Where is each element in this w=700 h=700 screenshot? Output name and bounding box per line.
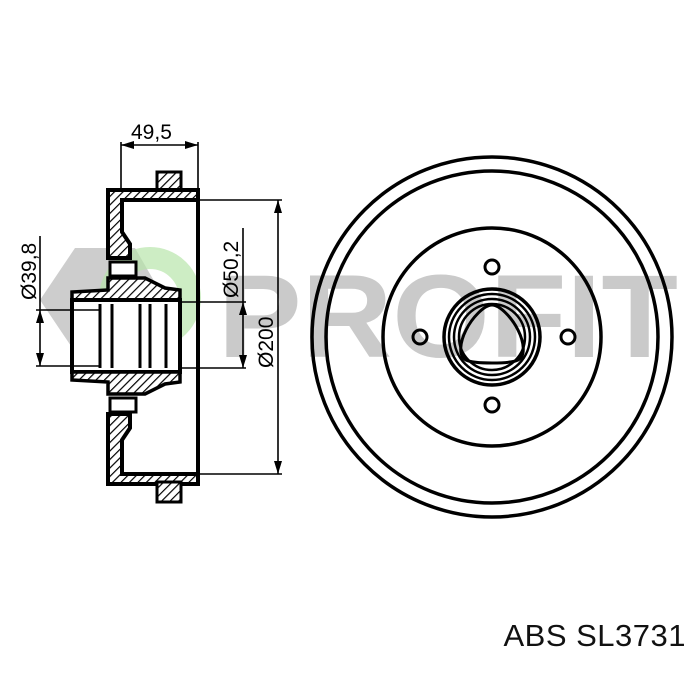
- hub-flange-circle: [381, 226, 603, 448]
- drum-outer-circle: [310, 155, 674, 519]
- bolt-hole-bottom: [483, 396, 501, 414]
- part-caption: ABS SL3731: [503, 618, 686, 653]
- section-view: [70, 170, 200, 504]
- dimension-labels: 49,5 Ø39,8 Ø50,2 Ø200: [18, 121, 278, 368]
- drum-inner-circle: [324, 169, 660, 505]
- dim-width-label: 49,5: [131, 121, 172, 144]
- dim-hub-bore-label: Ø39,8: [18, 243, 41, 300]
- dim-drum-diameter-label: Ø200: [255, 317, 278, 368]
- front-view: [310, 155, 674, 519]
- hub-spline-bore: [459, 303, 525, 365]
- dim-centering-label: Ø50,2: [220, 241, 243, 298]
- bolt-hole-top: [483, 258, 501, 276]
- bolt-hole-right: [559, 328, 577, 346]
- hub-ring-outer: [442, 287, 542, 387]
- dimension-lines: [36, 141, 282, 475]
- bolt-hole-left: [411, 328, 429, 346]
